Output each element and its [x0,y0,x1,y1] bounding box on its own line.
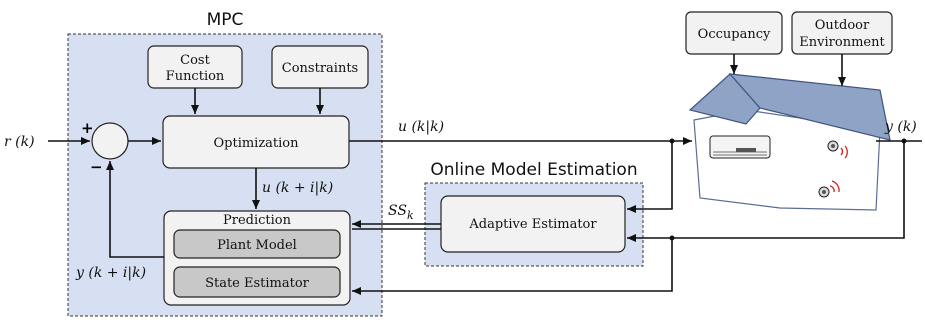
cost-function-label-1: Cost [180,53,210,68]
sensor-icon-upper [827,140,848,159]
adaptive-estimator-label: Adaptive Estimator [468,217,597,232]
state-estimator-box [173,266,341,298]
reference-label: r (k) [4,134,35,150]
predicted-output-label: y (k + i|k) [75,265,146,281]
plus-sign: + [81,119,94,137]
junction-dot-control [669,138,675,144]
prediction-label: Prediction [223,213,292,228]
output-label: y (k) [884,119,917,135]
state-space-label: SSk [388,203,414,222]
control-to-estimator [627,141,673,213]
state-estimator-label: State Estimator [205,276,310,291]
minus-sign: − [90,158,103,176]
house-roof-right [728,73,891,141]
mpc-title: MPC [207,10,244,30]
optimization-label: Optimization [213,136,299,151]
outdoor-environment-label-1: Outdoor [815,18,870,33]
constraints-label: Constraints [282,61,358,76]
junction-dot-output [901,138,907,144]
output-line [627,140,905,242]
feedback-line [106,161,164,258]
occupancy-label: Occupancy [698,27,771,42]
cost-function-label-2: Function [166,69,225,84]
output-to-state-estimator [352,238,673,295]
state-space-subscript: k [407,209,414,222]
outdoor-environment-label-2: Environment [799,35,885,50]
summing-junction [91,122,129,160]
building-illustration [688,73,891,211]
plant-model-label: Plant Model [217,238,297,253]
control-horizon-label: u (k + i|k) [262,180,333,196]
control-label: u (k|k) [398,119,444,135]
plant-model-box [173,229,341,259]
online-estimation-title: Online Model Estimation [430,160,637,180]
junction-dot-feedback [669,235,675,241]
sensor-icon-lower [818,180,840,198]
air-conditioner-icon [709,135,771,159]
